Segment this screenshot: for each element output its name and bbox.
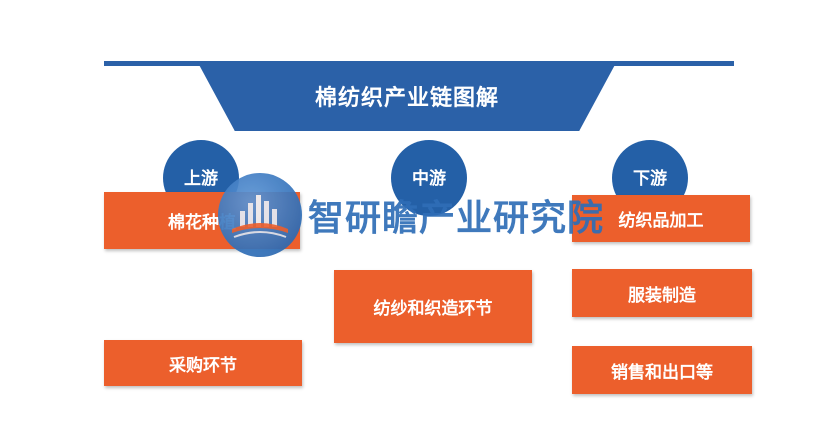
downstream-item-garment-manufacturing: 服装制造 [572,269,752,317]
watermark: 智研瞻产业研究院 [218,172,604,258]
downstream-item-textile-processing: 纺织品加工 [572,195,750,242]
stage-upstream-label: 上游 [184,169,218,189]
watermark-logo-icon [218,173,302,257]
title-banner: 棉纺织产业链图解 [197,61,617,131]
watermark-text: 智研瞻产业研究院 [308,198,605,239]
upstream-item-procurement: 采购环节 [104,340,302,386]
downstream-item-sales-export: 销售和出口等 [572,346,752,394]
stage-midstream: 中游 [391,140,467,216]
page-title: 棉纺织产业链图解 [314,86,499,111]
stage-downstream-label: 下游 [633,169,667,189]
stage-midstream-label: 中游 [412,169,446,189]
midstream-item-spinning-weaving: 纺纱和织造环节 [334,270,532,343]
